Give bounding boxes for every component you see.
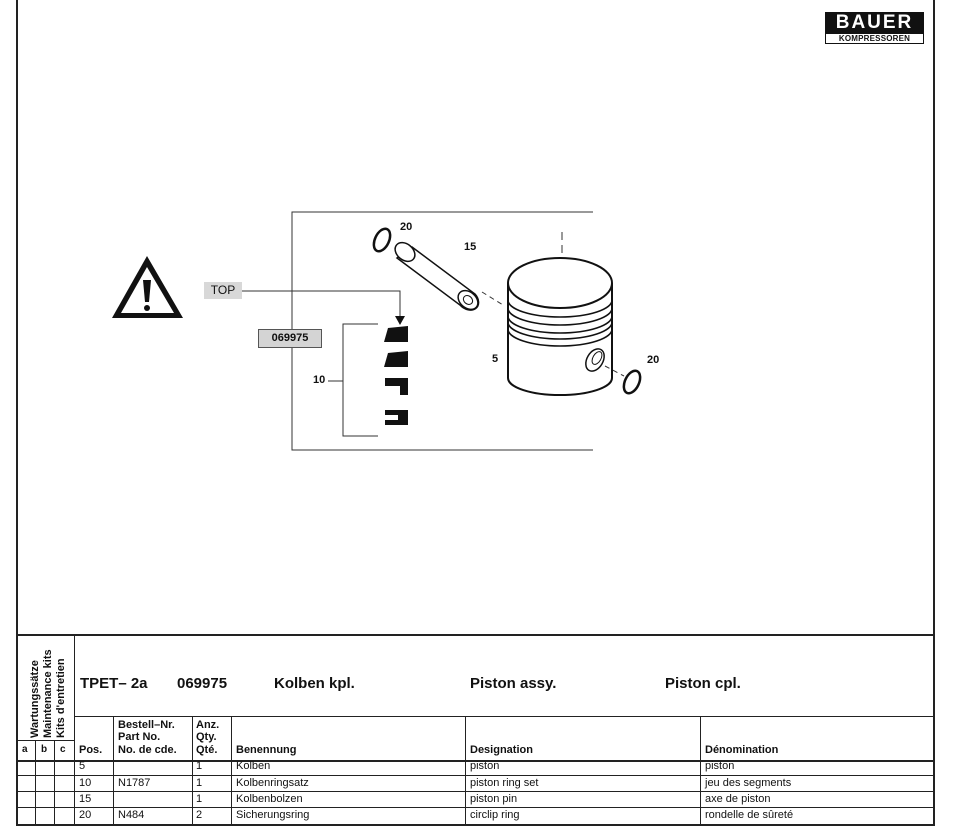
row-qty: 1 (196, 777, 203, 789)
piston-drawing (112, 211, 642, 451)
title-fr: Piston cpl. (665, 675, 741, 692)
callout-15: 15 (464, 241, 477, 253)
warning-icon (112, 256, 183, 318)
row-qty: 1 (196, 793, 203, 805)
row-fr: rondelle de sûreté (705, 809, 794, 821)
row-partno: N484 (118, 809, 145, 821)
col-qty-en: Qty. (196, 731, 217, 743)
row-partno: N1787 (118, 777, 151, 789)
bauer-logo: BAUER KOMPRESSOREN (825, 12, 924, 44)
col-partno-de: Bestell–Nr. (118, 719, 175, 731)
top-label: TOP (204, 282, 242, 299)
kit-col-c: c (60, 744, 66, 755)
logo-name: BAUER (825, 12, 924, 33)
col-fr: Dénomination (705, 744, 779, 756)
row-en: piston (470, 760, 500, 772)
title-de: Kolben kpl. (274, 675, 355, 692)
row-en: piston pin (470, 793, 518, 805)
col-qty-de: Anz. (196, 719, 220, 731)
model-name: TPET– 2a (80, 675, 148, 692)
col-partno-en: Part No. (118, 731, 161, 743)
row-de: Kolben (236, 760, 271, 772)
page-frame (16, 0, 935, 826)
kits-en: Maintenance kits (42, 649, 54, 738)
logo-sub: KOMPRESSOREN (825, 33, 924, 44)
row-fr: axe de piston (705, 793, 771, 805)
piston-pin (394, 241, 480, 311)
col-pos: Pos. (79, 744, 103, 756)
row-pos: 5 (79, 760, 86, 772)
kits-header: Wartungssätze Maintenance kits Kits d'en… (16, 630, 74, 740)
parts-table (16, 634, 935, 826)
ring-profiles (384, 326, 408, 425)
piston-body (481, 232, 625, 396)
assembly-number: 069975 (177, 675, 228, 692)
callout-20-top: 20 (400, 221, 413, 233)
callout-10: 10 (313, 374, 326, 386)
col-partno-fr: No. de cde. (118, 744, 177, 756)
row-de: Sicherungsring (236, 809, 310, 821)
row-en: piston ring set (470, 777, 539, 789)
callout-5: 5 (492, 353, 499, 365)
kits-de: Wartungssätze (29, 660, 41, 738)
kit-col-a: a (22, 744, 28, 755)
callout-20-bottom: 20 (647, 354, 660, 366)
col-qty-fr: Qté. (196, 744, 218, 756)
row-fr: piston (705, 760, 735, 772)
title-en: Piston assy. (470, 675, 557, 692)
row-pos: 15 (79, 793, 92, 805)
row-de: Kolbenringsatz (236, 777, 309, 789)
col-en: Designation (470, 744, 533, 756)
row-de: Kolbenbolzen (236, 793, 303, 805)
row-fr: jeu des segments (705, 777, 792, 789)
row-qty: 2 (196, 809, 203, 821)
part-number-box: 069975 (258, 329, 322, 348)
kits-fr: Kits d'entretien (55, 658, 67, 738)
row-qty: 1 (196, 760, 203, 772)
row-pos: 10 (79, 777, 92, 789)
col-de: Benennung (236, 744, 297, 756)
kit-col-b: b (41, 744, 48, 755)
row-en: circlip ring (470, 809, 520, 821)
row-pos: 20 (79, 809, 92, 821)
